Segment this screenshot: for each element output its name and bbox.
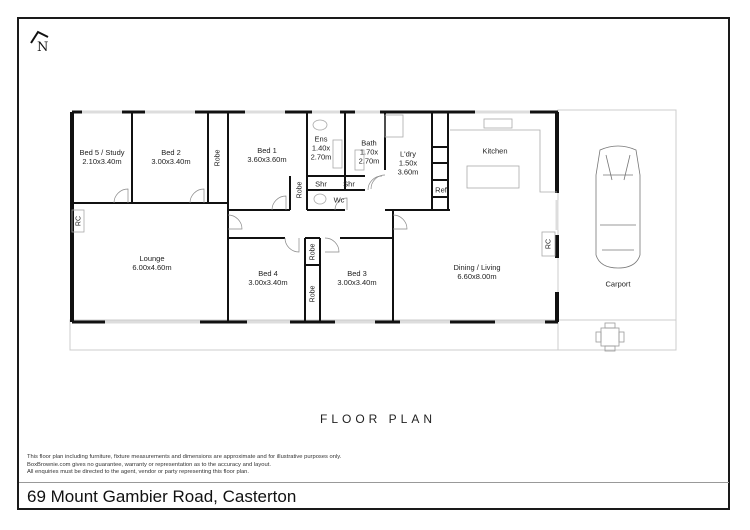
rc-label: RC xyxy=(75,215,83,227)
plan-title: FLOOR PLAN xyxy=(320,412,437,426)
outdoor-table-icon xyxy=(595,322,625,352)
room-carport: Carport xyxy=(605,279,631,289)
room-kitchen: Kitchen xyxy=(482,146,508,156)
shower-label: Shr xyxy=(315,179,327,189)
robe-label: Robe xyxy=(214,149,222,167)
wc-label: Wc xyxy=(333,195,345,205)
page-frame xyxy=(17,17,730,510)
north-arrow-icon: N xyxy=(30,30,49,54)
property-address: 69 Mount Gambier Road, Casterton xyxy=(27,487,297,506)
divider xyxy=(19,482,729,483)
rc-label: RC xyxy=(545,238,553,250)
car-icon xyxy=(595,145,641,269)
robe-label: Robe xyxy=(309,285,317,303)
deck-outline xyxy=(69,319,677,351)
disclaimer: This floor plan including furniture, fix… xyxy=(27,454,342,475)
svg-text:N: N xyxy=(37,40,48,54)
robe-label: Robe xyxy=(296,181,304,199)
fridge-label: Ref xyxy=(435,185,447,195)
robe-label: Robe xyxy=(309,243,317,261)
shower-label: Shr xyxy=(343,179,355,189)
